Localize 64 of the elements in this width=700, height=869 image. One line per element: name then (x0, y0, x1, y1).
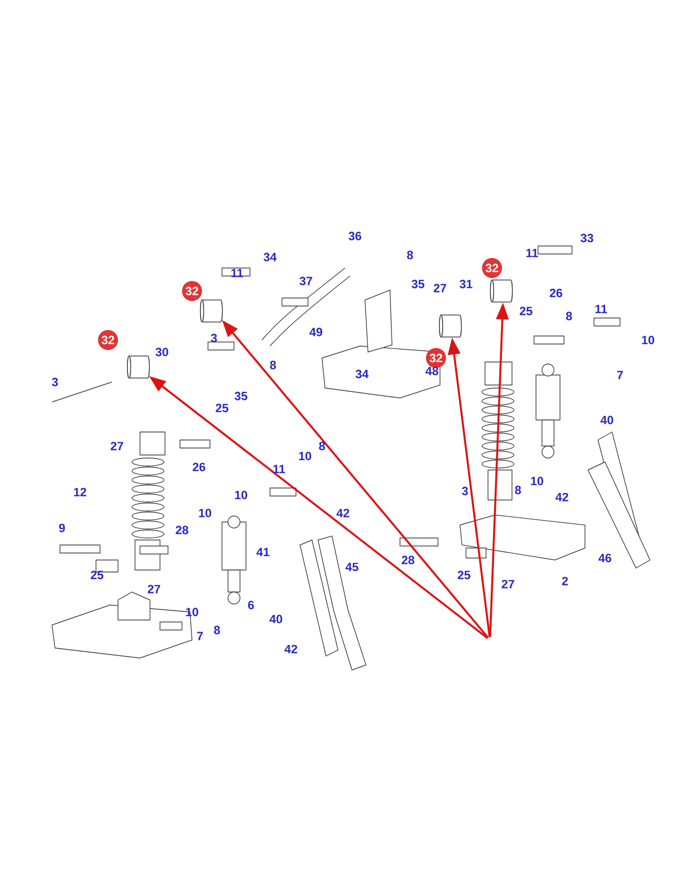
bushing (200, 300, 223, 322)
part-number: 42 (284, 644, 298, 654)
part-number: 34 (264, 252, 277, 262)
part-number: 10 (642, 336, 654, 344)
part-number: 31 (460, 280, 472, 288)
part-number: 11 (231, 268, 243, 278)
part-number: 28 (402, 556, 414, 564)
bushing (490, 280, 513, 302)
part-number: 46 (598, 554, 612, 562)
part-number: 35 (412, 280, 424, 288)
part-number: 40 (270, 614, 282, 624)
bushing (438, 314, 462, 338)
part-number: 34 (356, 370, 369, 378)
part-number: 49 (310, 328, 322, 336)
part-number: 8 (407, 250, 413, 260)
part-number: 3 (462, 486, 468, 496)
part-number: 9 (59, 524, 65, 532)
part-number: 36 (348, 232, 362, 240)
part-number: 26 (550, 288, 562, 298)
part-number: 10 (299, 452, 312, 460)
part-number: 25 (216, 404, 228, 412)
part-number: 2 (562, 576, 568, 586)
part-number: 10 (199, 508, 212, 518)
part-number: 35 (234, 392, 248, 400)
part-number: 27 (148, 584, 160, 594)
part-number: 8 (214, 626, 220, 634)
part-number: 28 (176, 526, 188, 534)
part-number: 10 (186, 608, 198, 616)
bushing (126, 356, 150, 378)
part-number: 30 (156, 348, 168, 356)
arrow (149, 376, 489, 640)
part-number: 8 (515, 486, 521, 494)
part-number: 8 (319, 442, 325, 450)
part-number: 12 (74, 488, 86, 496)
part-number: 8 (270, 360, 276, 370)
part-number: 25 (520, 306, 532, 316)
part-number: 37 (300, 276, 312, 286)
part-number: 3 (210, 334, 217, 342)
part-number: 27 (434, 284, 446, 292)
part-number: 25 (90, 570, 104, 580)
part-number: 11 (273, 464, 285, 474)
part-number: 7 (197, 632, 203, 640)
part-number: 27 (502, 580, 514, 588)
part-number: 33 (580, 234, 594, 242)
part-number: 6 (248, 600, 254, 610)
arrow (448, 338, 491, 638)
part-number: 3 (52, 378, 58, 386)
part-number: 42 (556, 492, 568, 502)
part-number: 27 (110, 442, 124, 450)
part-number: 10 (235, 490, 248, 500)
part-number: 40 (600, 416, 614, 424)
part-number: 10 (531, 476, 544, 486)
part-number: 8 (566, 312, 572, 320)
arrow (222, 320, 490, 639)
part-number: 26 (192, 462, 206, 472)
part-number: 7 (617, 370, 623, 380)
part-number: 45 (346, 562, 358, 572)
part-number: 25 (458, 570, 470, 580)
part-number: 42 (336, 508, 350, 518)
part-number: 48 (426, 366, 438, 376)
part-number: 41 (256, 548, 270, 556)
part-number: 11 (526, 248, 538, 258)
part-number: 11 (595, 304, 607, 314)
arrow (489, 302, 508, 638)
